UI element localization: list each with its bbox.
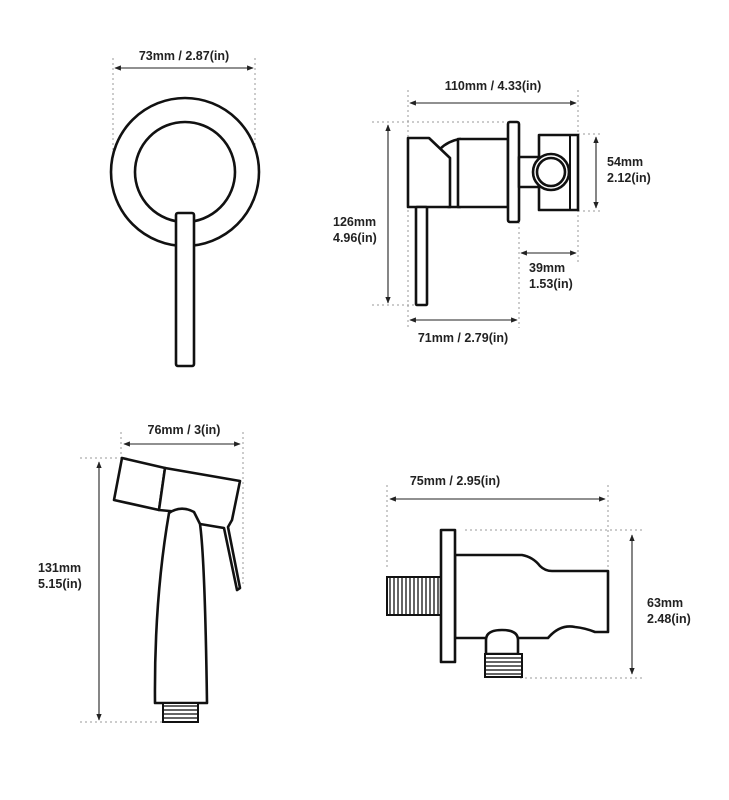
elbow-height-in: 2.48(in): [647, 612, 691, 626]
outlet-thread: [484, 653, 523, 678]
sprayer-height-in: 5.15(in): [38, 577, 82, 591]
sprayer-thread: [162, 702, 199, 723]
outlet-bump: [484, 628, 520, 656]
wall-thread: [386, 576, 442, 616]
holder-depth-in: 1.53(in): [529, 277, 573, 291]
nozzle-head: [112, 456, 167, 512]
elbow-width-label: 75mm / 2.95(in): [410, 474, 500, 488]
valve-body-width-label: 71mm / 2.79(in): [418, 331, 508, 345]
elbow-body: [453, 553, 610, 640]
handle-block: [406, 136, 452, 209]
holder-height-mm: 54mm: [607, 155, 643, 169]
elbow-height-mm: 63mm: [647, 596, 683, 610]
handle-hub: [133, 120, 237, 224]
valve-lever: [414, 205, 429, 307]
sprayer-height-mm: 131mm: [38, 561, 81, 575]
valve-flange: [506, 120, 521, 224]
holder-ring: [535, 156, 567, 188]
valve-height-in: 4.96(in): [333, 231, 377, 245]
lever: [174, 211, 196, 368]
elbow-flange: [439, 528, 457, 664]
handle-width-label: 73mm / 2.87(in): [139, 49, 229, 63]
valve-cylinder: [456, 137, 510, 209]
sprayer-view: 76mm / 3(in) 131mm 5.15(in): [38, 423, 244, 723]
sprayer-grip: [153, 507, 209, 705]
valve-total-width-label: 110mm / 4.33(in): [445, 79, 542, 93]
holder-height-in: 2.12(in): [607, 171, 651, 185]
valve-height-mm: 126mm: [333, 215, 376, 229]
holder-depth-mm: 39mm: [529, 261, 565, 275]
valve-side-view: 110mm / 4.33(in) 126mm 4.96(in) 54mm 2.1…: [333, 79, 651, 345]
handle-front-view: 73mm / 2.87(in): [109, 49, 261, 368]
wall-elbow-view: 75mm / 2.95(in) 63mm 2.48(in): [386, 474, 691, 679]
sprayer-width-label: 76mm / 3(in): [148, 423, 221, 437]
